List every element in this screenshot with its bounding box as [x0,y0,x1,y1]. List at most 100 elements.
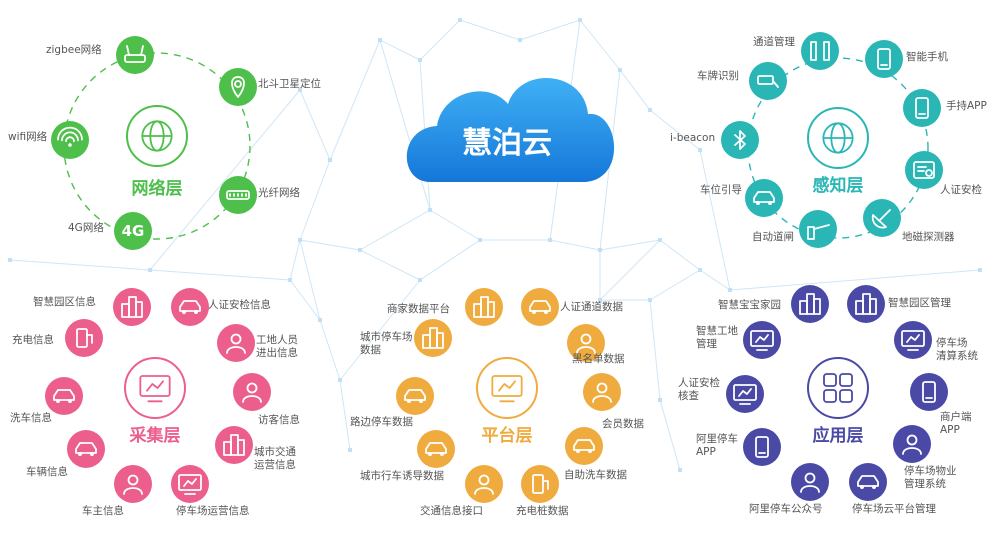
platform-node[interactable]: 商家数据平台 [387,288,503,326]
network-link [579,19,621,71]
collection-node[interactable]: 停车场运营信息 [171,465,250,517]
4g-icon: 4G [122,222,145,240]
sensing-node-label: 地磁探测器 [902,230,955,243]
application-node[interactable]: 停车场云平台管理 [849,463,936,515]
network-link [149,89,301,271]
network-dot [8,258,12,262]
car-wash-icon [53,389,75,403]
cloud-icon [406,78,615,182]
sensing-node-badge [801,32,839,70]
handheld-device-icon [915,97,929,119]
network-node[interactable]: 4G 4G网络 [68,212,152,250]
sensing-node[interactable]: 地磁探测器 [863,199,955,243]
network-link [359,249,421,281]
collection-node[interactable]: 车主信息 [82,465,152,517]
platform-node-label: 自助洗车数据 [564,468,627,481]
network-link [419,239,481,281]
home-buildings-icon [799,293,821,315]
network-node[interactable]: wifi网络 [8,121,89,159]
collection-node[interactable]: 工地人员进出信息 [217,324,298,362]
network-node[interactable]: 光纤网络 [219,176,300,214]
application-center-badge [807,357,869,419]
collection-node-badge [45,377,83,415]
platform-node[interactable]: 城市行车诱导数据 [360,430,455,482]
platform-node[interactable]: 自助洗车数据 [564,427,627,481]
application-node[interactable]: 智慧工地管理 [696,321,781,359]
application-node-badge [894,321,932,359]
sensing-node[interactable]: 手持APP [903,89,987,127]
sensing-node-label: 车牌识别 [697,69,739,82]
network-dot [328,158,332,162]
application-node[interactable]: 停车场清算系统 [894,321,978,362]
sensing-node[interactable]: 车牌识别 [697,62,787,100]
application-node-badge [743,321,781,359]
network-link [649,299,661,401]
cloud-hub: 慧泊云 [406,78,615,182]
network-node-label: 4G网络 [68,221,104,234]
network-dot [648,108,652,112]
platform-node-label: 商家数据平台 [387,302,450,315]
member-check-icon [592,382,612,403]
application-node[interactable]: 智慧宝宝家园 [718,285,829,323]
car-front-icon [425,442,447,456]
network-dot [378,38,382,42]
platform-node[interactable]: 黑名单数据 [567,324,625,365]
network-node[interactable]: 北斗卫星定位 [219,68,321,106]
app-grid-icon [823,373,853,403]
platform-node[interactable]: 人证通道数据 [521,288,623,326]
collection-node-label: 车辆信息 [26,465,68,478]
bank-icon [473,296,495,318]
network-link [339,279,421,381]
platform-node-badge [465,288,503,326]
platform-node[interactable]: 路边停车数据 [350,377,434,428]
network-dot [338,378,342,382]
network-link [9,259,151,271]
network-node-badge [51,121,89,159]
sensing-node-label: 通道管理 [753,35,795,48]
network-dot [698,148,702,152]
collection-node[interactable]: 车辆信息 [26,430,105,478]
network-link [649,109,701,151]
application-node[interactable]: 阿里停车公众号 [749,463,829,515]
collection-node[interactable]: 人证安检信息 [171,288,271,326]
collection-node[interactable]: 洗车信息 [10,377,83,424]
sensing-node[interactable]: 自动道闸 [752,210,837,248]
collection-node[interactable]: 访客信息 [233,373,300,426]
application-node[interactable]: 停车场物业管理系统 [893,425,957,490]
platform-node[interactable]: 城市停车场数据 [360,319,452,357]
network-node[interactable]: zigbee网络 [46,36,154,74]
network-dot [648,298,652,302]
platform-node[interactable]: 会员数据 [583,373,644,430]
collection-node-badge [65,319,103,357]
network-link [729,269,981,291]
network-node-label: 北斗卫星定位 [258,77,321,90]
person-icon [226,333,246,354]
sensing-node[interactable]: 智能手机 [865,40,948,78]
platform-node[interactable]: 交通信息接口 [420,465,503,517]
sensing-node[interactable]: 人证安检 [905,151,982,196]
platform-node[interactable]: 充电桩数据 [516,465,569,517]
application-node-label: 停车场云平台管理 [852,502,936,515]
collection-node[interactable]: 智慧园区信息 [33,288,151,326]
collection-node[interactable]: 充电信息 [12,319,103,357]
network-link [619,69,651,111]
application-node[interactable]: 人证安检核查 [678,375,764,413]
platform-node-label: 充电桩数据 [516,504,569,517]
application-node-label: 智慧园区管理 [888,296,951,309]
person-outline-icon [123,474,143,495]
sensing-node[interactable]: i-beacon [670,121,759,159]
network-link [429,209,481,241]
application-node[interactable]: 智慧园区管理 [847,285,951,323]
sensing-node[interactable]: 通道管理 [753,32,839,70]
globe-icon [141,120,173,152]
platform-cluster: 平台层商家数据平台人证通道数据黑名单数据会员数据自助洗车数据充电桩数据交通信息接… [350,288,644,517]
collection-node-badge [113,288,151,326]
sensing-node[interactable]: 车位引导 [700,179,783,217]
network-link [329,39,381,161]
person-check-icon [800,472,820,493]
collection-node[interactable]: 城市交通运营信息 [215,426,296,471]
network-link [599,239,661,301]
network-node-label: wifi网络 [8,130,48,143]
